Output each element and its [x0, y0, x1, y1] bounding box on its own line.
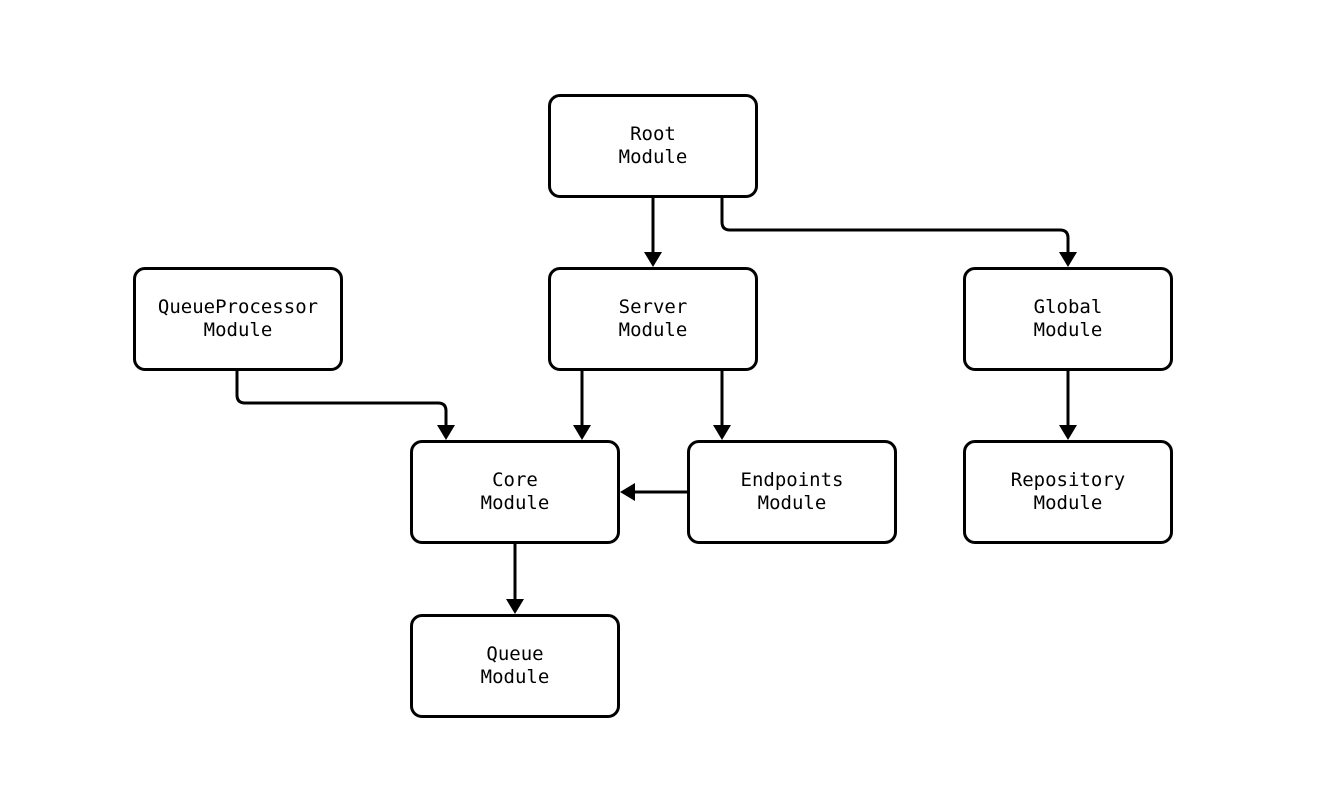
node-label-line2: Module	[1033, 319, 1103, 341]
node-label-line1: Repository	[1010, 469, 1126, 491]
node-label-line1: Endpoints	[740, 469, 844, 491]
node-global-module[interactable]: Global Module	[963, 267, 1173, 371]
node-label-line1: Server	[618, 296, 688, 318]
edge-queueprocessor-core	[235, 371, 448, 425]
arrowhead-root-server	[644, 252, 662, 267]
edge-root-global	[720, 198, 1070, 252]
node-endpoints-module[interactable]: Endpoints Module	[687, 440, 897, 544]
node-label-line1: QueueProcessor	[157, 296, 319, 318]
node-core-module[interactable]: Core Module	[410, 440, 620, 544]
node-label-line2: Module	[203, 319, 273, 341]
arrowhead-server-core	[573, 425, 591, 440]
node-label-line1: Queue	[486, 643, 544, 665]
node-server-module[interactable]: Server Module	[548, 267, 758, 371]
arrowhead-server-endpoints	[713, 425, 731, 440]
node-label-line1: Core	[492, 469, 538, 491]
node-label-line1: Global	[1033, 296, 1103, 318]
node-label-line2: Module	[1033, 492, 1103, 514]
arrowhead-root-global	[1059, 252, 1077, 267]
arrowhead-endpoints-core	[620, 483, 635, 501]
node-repository-module[interactable]: Repository Module	[963, 440, 1173, 544]
arrowhead-core-queue	[506, 599, 524, 614]
arrowhead-queueprocessor-core	[437, 425, 455, 440]
node-label-line2: Module	[618, 319, 688, 341]
node-label-line2: Module	[480, 666, 550, 688]
node-root-module[interactable]: Root Module	[548, 94, 758, 198]
node-label-line2: Module	[757, 492, 827, 514]
arrowhead-global-repository	[1059, 425, 1077, 440]
node-queue-module[interactable]: Queue Module	[410, 614, 620, 718]
node-queueprocessor-module[interactable]: QueueProcessor Module	[133, 267, 343, 371]
node-label-line1: Root	[630, 123, 676, 145]
node-label-line2: Module	[618, 146, 688, 168]
node-label-line2: Module	[480, 492, 550, 514]
